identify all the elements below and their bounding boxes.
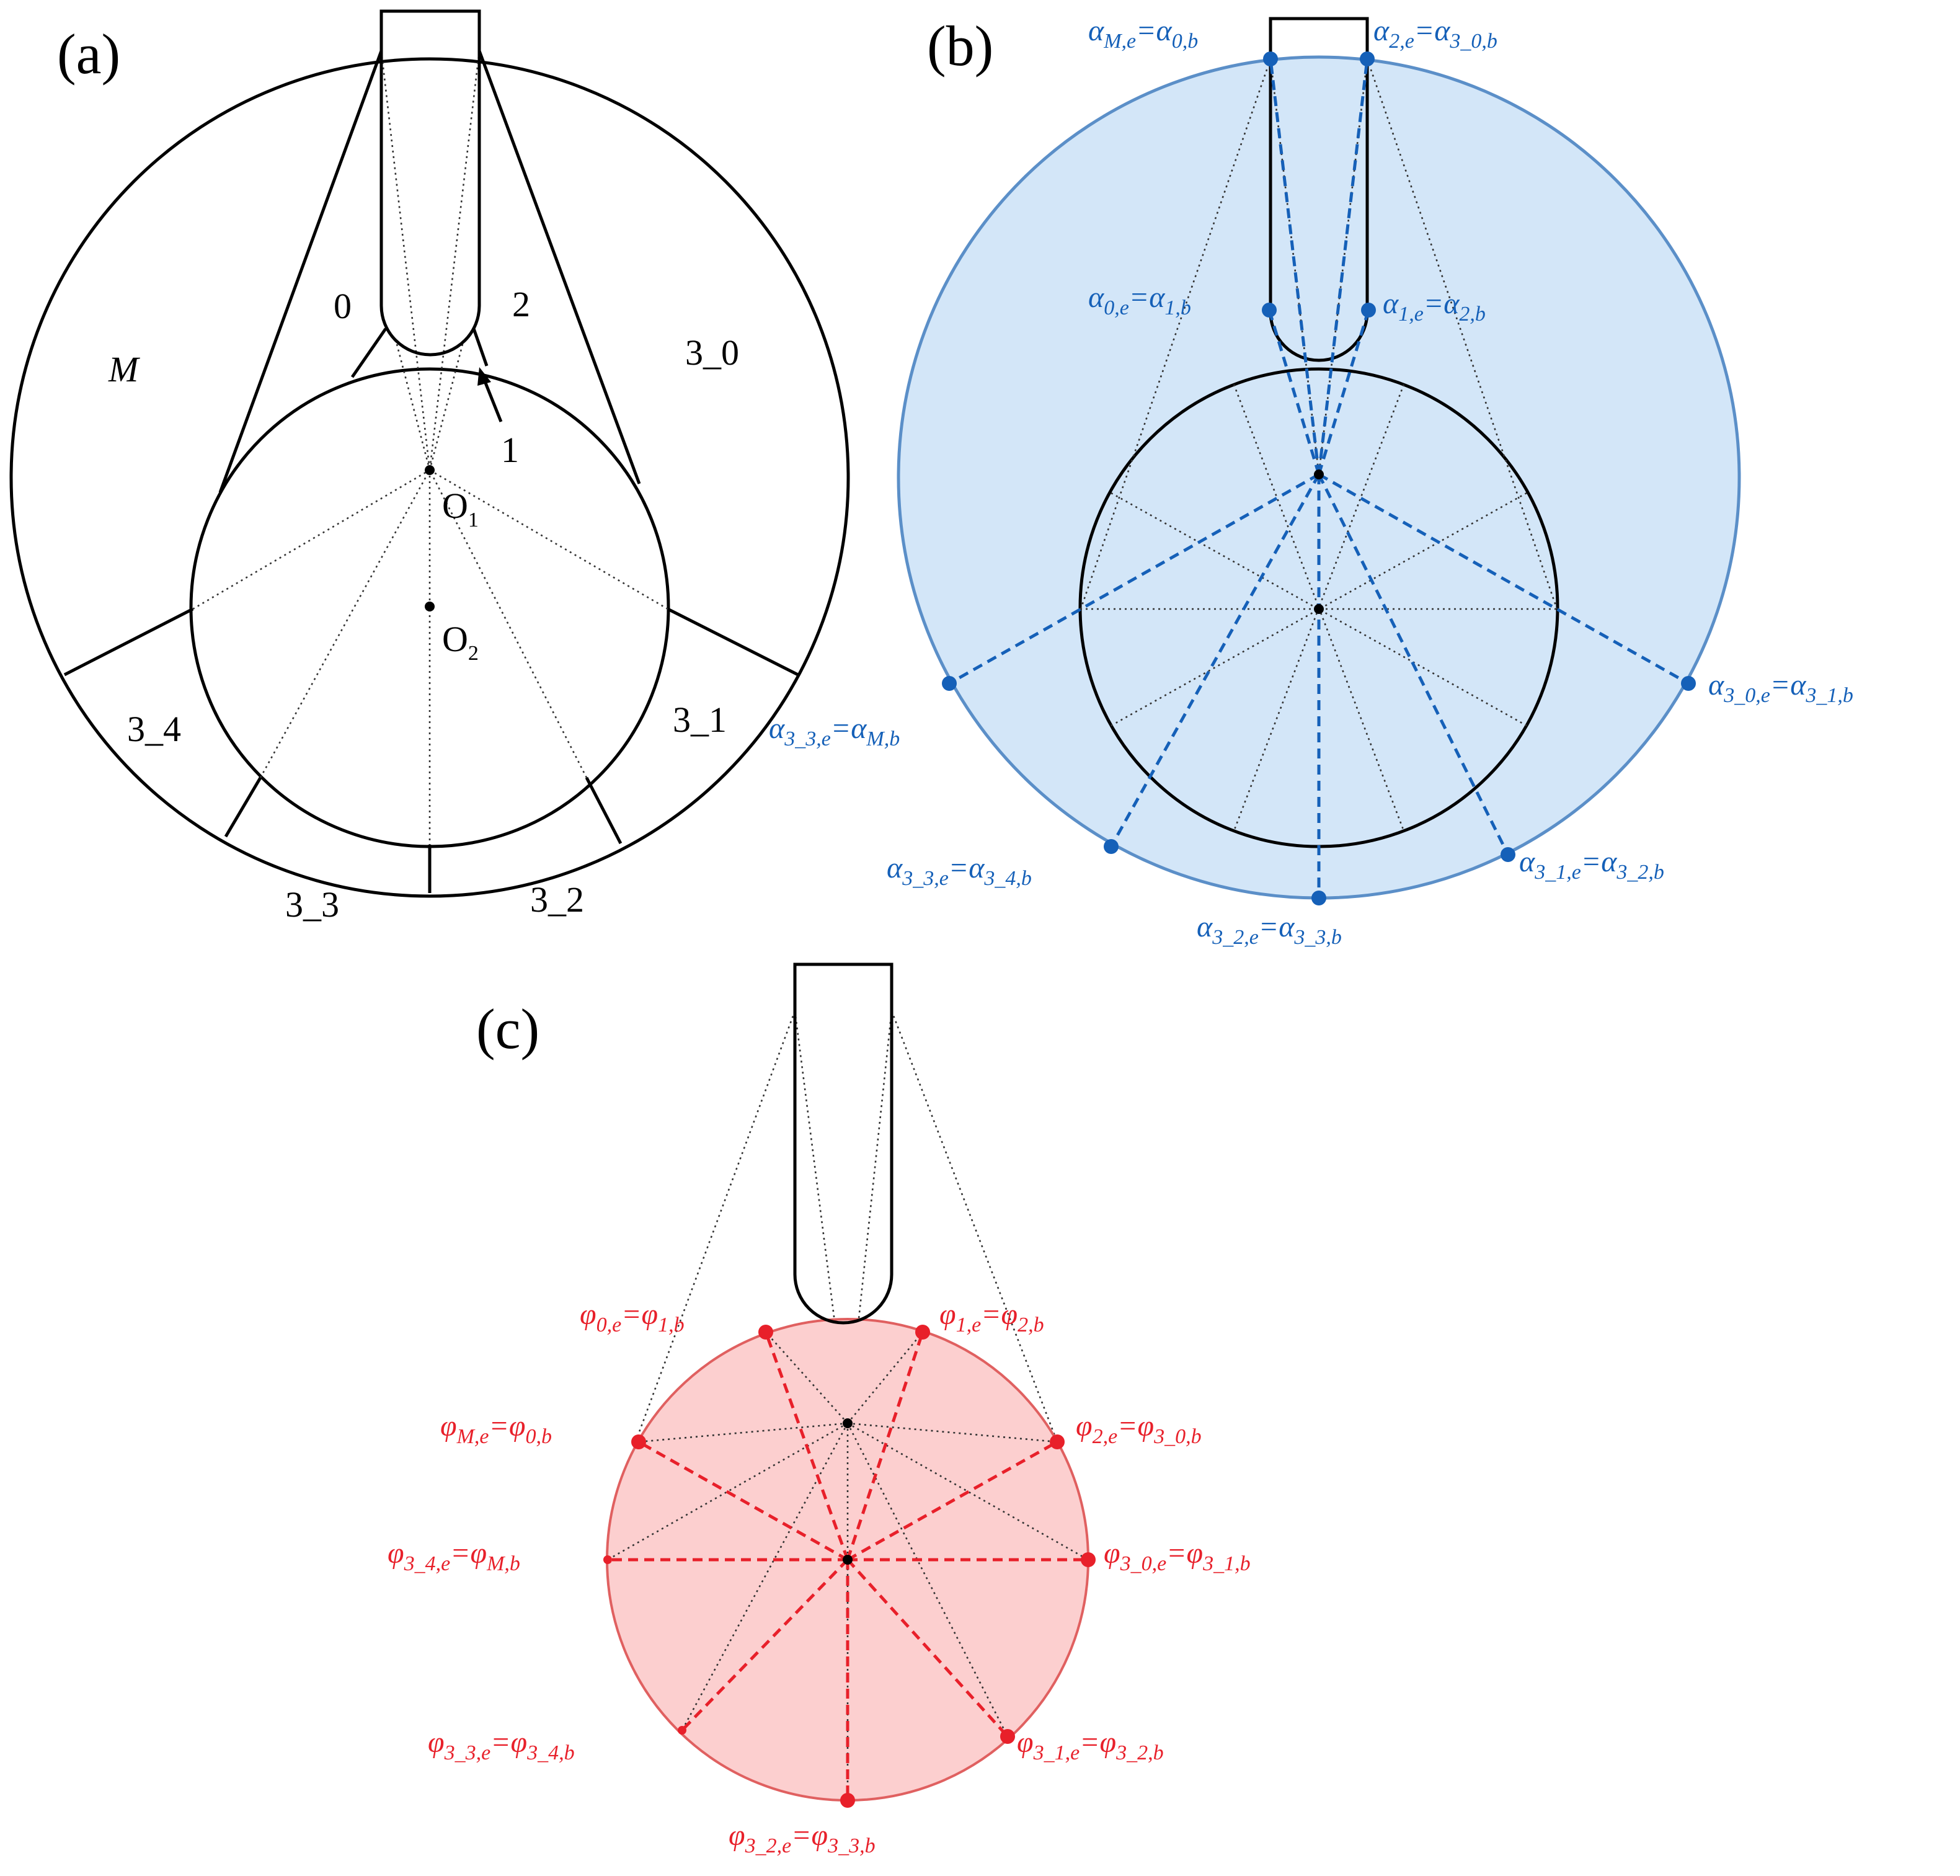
label-alpha-m-e: αM,e=α0,b xyxy=(1088,14,1198,53)
panel-c: (c) xyxy=(388,962,1251,1857)
panel-a-probe xyxy=(379,9,481,357)
panel-a-point-o2 xyxy=(425,602,435,611)
label-alpha-3-1-e: α3_1,e=α3_2,b xyxy=(1519,845,1664,884)
blue-marker xyxy=(1262,303,1277,318)
label-phi-3-4-e: φ3_4,e=φM,b xyxy=(388,1537,520,1575)
panel-a-arrowhead xyxy=(477,367,491,386)
region-label-3-2: 3_2 xyxy=(530,879,584,920)
label-alpha-3-3-e-3-4: α3_3,e=α3_4,b xyxy=(887,851,1032,890)
panel-b-point-o2 xyxy=(1314,604,1324,614)
blue-marker xyxy=(1263,51,1278,66)
region-label-3-0: 3_0 xyxy=(685,332,739,373)
region-label-m: M xyxy=(108,349,140,389)
panel-c-markers xyxy=(603,1325,1096,1808)
panel-a-arrow xyxy=(482,378,503,422)
region-label-1: 1 xyxy=(501,430,519,470)
panel-a: (a) xyxy=(9,9,850,925)
red-marker xyxy=(758,1325,773,1340)
panel-b-markers xyxy=(942,51,1696,905)
label-alpha-3-2-e: α3_2,e=α3_3,b xyxy=(1197,910,1342,949)
panel-a-sector-lines xyxy=(63,50,799,893)
blue-marker xyxy=(1311,891,1326,905)
panel-b-dashed-rays xyxy=(948,58,1690,898)
label-alpha-3-0-e: α3_0,e=α3_1,b xyxy=(1708,669,1853,707)
red-marker xyxy=(678,1726,686,1735)
panel-a-label: (a) xyxy=(57,22,120,86)
red-marker xyxy=(1081,1552,1096,1567)
label-alpha-1-e: α1,e=α2,b xyxy=(1383,287,1486,326)
blue-marker xyxy=(1501,847,1515,862)
label-alpha-3-3-e-m: α3_3,e=αM,b xyxy=(769,712,900,750)
panel-c-point-o1 xyxy=(843,1418,853,1428)
panel-b-label: (b) xyxy=(927,14,993,78)
panel-a-dotted-rays xyxy=(192,50,668,845)
label-phi-2-e: φ2,e=φ3_0,b xyxy=(1076,1410,1202,1448)
label-phi-3-3-e: φ3_3,e=φ3_4,b xyxy=(428,1726,575,1764)
panel-c-probe xyxy=(793,962,894,1325)
panel-a-outer-circle xyxy=(9,57,850,898)
blue-marker xyxy=(942,676,957,691)
red-marker xyxy=(1000,1729,1015,1744)
point-label-o1: O1 xyxy=(442,486,479,531)
label-alpha-0-e: α0,e=α1,b xyxy=(1088,281,1191,319)
red-marker xyxy=(915,1325,930,1340)
label-alpha-2-e: α2,e=α3_0,b xyxy=(1373,14,1497,53)
label-phi-0-e: φ0,e=φ1,b xyxy=(580,1298,685,1336)
region-label-2: 2 xyxy=(512,284,530,324)
point-label-o2: O2 xyxy=(442,619,479,665)
panel-a-point-o1 xyxy=(425,465,435,475)
label-phi-3-2-e: φ3_2,e=φ3_3,b xyxy=(729,1819,876,1857)
panel-b-dotted-rays xyxy=(1080,58,1558,832)
panel-c-dashed-rays xyxy=(608,1331,1088,1800)
blue-marker xyxy=(1104,839,1119,854)
region-label-3-3: 3_3 xyxy=(285,884,339,925)
label-phi-1-e: φ1,e=φ2,b xyxy=(939,1298,1044,1336)
region-label-3-1: 3_1 xyxy=(673,700,727,740)
panel-b-point-o1 xyxy=(1314,469,1324,479)
label-phi-3-0-e: φ3_0,e=φ3_1,b xyxy=(1104,1537,1251,1575)
red-marker xyxy=(840,1793,855,1808)
blue-marker xyxy=(1360,51,1375,66)
panel-c-point-o2 xyxy=(843,1555,853,1565)
red-marker xyxy=(631,1434,646,1449)
region-label-3-4: 3_4 xyxy=(127,709,181,749)
blue-marker xyxy=(1361,303,1376,318)
red-marker xyxy=(1050,1434,1065,1449)
label-phi-3-1-e: φ3_1,e=φ3_2,b xyxy=(1017,1726,1164,1764)
red-marker xyxy=(603,1555,612,1564)
label-phi-m-e: φM,e=φ0,b xyxy=(440,1410,552,1448)
panel-b: (b) xyxy=(769,14,1853,949)
panel-c-label: (c) xyxy=(476,997,539,1060)
blue-marker xyxy=(1681,676,1696,691)
region-label-0: 0 xyxy=(334,286,352,326)
